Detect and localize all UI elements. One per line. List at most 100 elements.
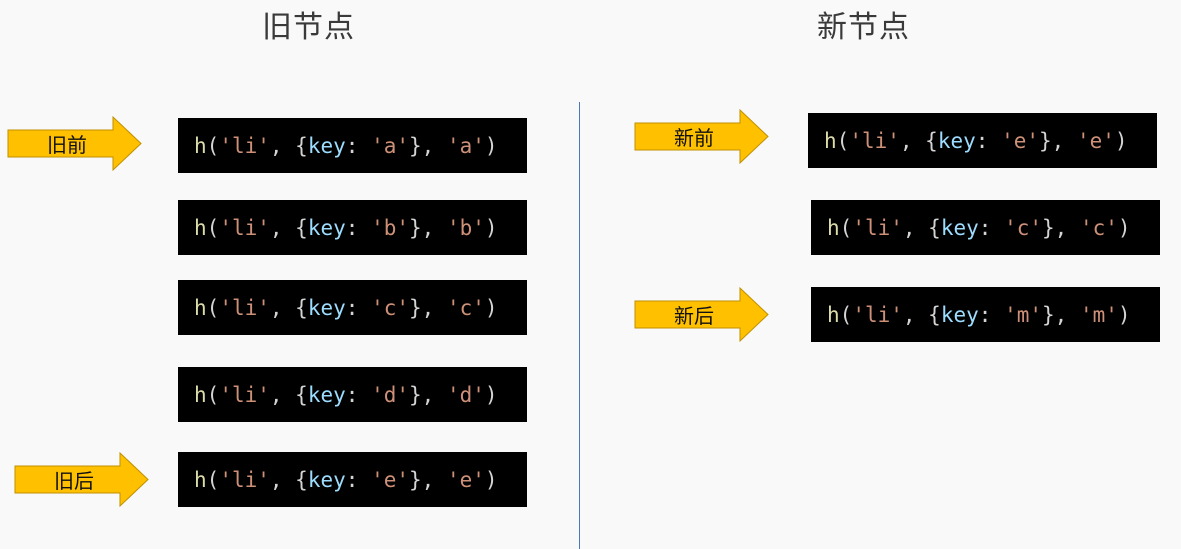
new-vnode-e: h('li', {key: 'e'}, 'e') <box>808 113 1157 168</box>
code-tag: 'li' <box>852 302 903 327</box>
code-punct: }, <box>1042 302 1080 327</box>
arrow-right-icon <box>634 109 769 164</box>
code-punct: ( <box>839 215 853 240</box>
old-vnode-e: h('li', {key: 'e'}, 'e') <box>178 452 527 507</box>
arrow-right-icon <box>7 116 142 171</box>
code-text: 'c' <box>1079 215 1118 240</box>
code-key-value: 'a' <box>371 133 409 158</box>
code-punct: ( <box>206 133 220 158</box>
new-start-arrow: 新前 <box>634 109 769 164</box>
code-punct: }, <box>409 215 447 240</box>
code-fn: h <box>827 215 840 240</box>
code-punct: : <box>345 382 372 407</box>
code-punct: ( <box>836 128 850 153</box>
code-key-value: 'e' <box>1001 128 1039 153</box>
code-punct: ( <box>206 215 220 240</box>
code-tag: 'li' <box>219 133 270 158</box>
new-start-label: 新前 <box>674 126 714 150</box>
old-end-arrow: 旧后 <box>14 452 149 507</box>
code-key-name: key <box>307 467 346 492</box>
code-punct: , { <box>269 133 308 158</box>
code-key-value: 'c' <box>1004 215 1042 240</box>
code-punct: ) <box>484 215 498 240</box>
code-punct: ( <box>839 302 853 327</box>
code-punct: ) <box>1117 302 1131 327</box>
arrow-right-icon <box>634 287 769 342</box>
code-punct: ) <box>1114 128 1128 153</box>
new-vnode-m: h('li', {key: 'm'}, 'm') <box>811 287 1160 342</box>
code-punct: : <box>345 133 372 158</box>
code-text: 'e' <box>1076 128 1115 153</box>
divider-line <box>579 102 580 549</box>
code-key-value: 'm' <box>1004 302 1042 327</box>
code-punct: : <box>978 215 1005 240</box>
code-key-value: 'c' <box>371 295 409 320</box>
code-key-name: key <box>940 302 979 327</box>
code-punct: }, <box>1042 215 1080 240</box>
old-vnode-a: h('li', {key: 'a'}, 'a') <box>178 118 527 173</box>
new-vnode-c: h('li', {key: 'c'}, 'c') <box>811 200 1160 255</box>
code-key-name: key <box>940 215 979 240</box>
code-punct: ( <box>206 382 220 407</box>
code-fn: h <box>194 467 207 492</box>
code-fn: h <box>194 382 207 407</box>
code-tag: 'li' <box>852 215 903 240</box>
code-key-name: key <box>937 128 976 153</box>
code-punct: ) <box>484 382 498 407</box>
code-fn: h <box>827 302 840 327</box>
code-text: 'a' <box>446 133 485 158</box>
code-fn: h <box>194 295 207 320</box>
code-punct: }, <box>409 133 447 158</box>
code-key-value: 'd' <box>371 382 409 407</box>
code-text: 'b' <box>446 215 485 240</box>
code-tag: 'li' <box>219 467 270 492</box>
code-punct: }, <box>409 382 447 407</box>
code-punct: : <box>975 128 1002 153</box>
old-start-label: 旧前 <box>47 133 87 157</box>
code-key-name: key <box>307 133 346 158</box>
code-punct: : <box>345 467 372 492</box>
code-punct: , { <box>269 215 308 240</box>
old-vnode-b: h('li', {key: 'b'}, 'b') <box>178 200 527 255</box>
code-key-value: 'e' <box>371 467 409 492</box>
old-vnode-c: h('li', {key: 'c'}, 'c') <box>178 280 527 335</box>
code-text: 'e' <box>446 467 485 492</box>
code-punct: ) <box>1117 215 1131 240</box>
code-punct: , { <box>269 295 308 320</box>
code-tag: 'li' <box>219 295 270 320</box>
code-key-value: 'b' <box>371 215 409 240</box>
code-punct: ) <box>484 133 498 158</box>
code-key-name: key <box>307 215 346 240</box>
code-punct: , { <box>269 467 308 492</box>
code-tag: 'li' <box>849 128 900 153</box>
code-text: 'd' <box>446 382 485 407</box>
old-end-label: 旧后 <box>54 469 94 493</box>
code-fn: h <box>194 215 207 240</box>
code-tag: 'li' <box>219 382 270 407</box>
code-punct: ( <box>206 295 220 320</box>
code-punct: }, <box>409 295 447 320</box>
code-text: 'm' <box>1079 302 1118 327</box>
code-punct: ) <box>484 467 498 492</box>
new-nodes-title: 新节点 <box>817 10 910 45</box>
code-punct: ) <box>484 295 498 320</box>
code-tag: 'li' <box>219 215 270 240</box>
code-punct: , { <box>902 302 941 327</box>
code-punct: ( <box>206 467 220 492</box>
arrow-right-icon <box>14 452 149 507</box>
code-punct: : <box>345 215 372 240</box>
code-punct: , { <box>899 128 938 153</box>
code-punct: : <box>345 295 372 320</box>
code-fn: h <box>194 133 207 158</box>
code-punct: , { <box>902 215 941 240</box>
old-start-arrow: 旧前 <box>7 116 142 171</box>
code-punct: }, <box>1039 128 1077 153</box>
code-punct: , { <box>269 382 308 407</box>
new-end-arrow: 新后 <box>634 287 769 342</box>
code-punct: }, <box>409 467 447 492</box>
code-text: 'c' <box>446 295 485 320</box>
code-fn: h <box>824 128 837 153</box>
new-end-label: 新后 <box>674 304 714 328</box>
code-punct: : <box>978 302 1005 327</box>
code-key-name: key <box>307 382 346 407</box>
